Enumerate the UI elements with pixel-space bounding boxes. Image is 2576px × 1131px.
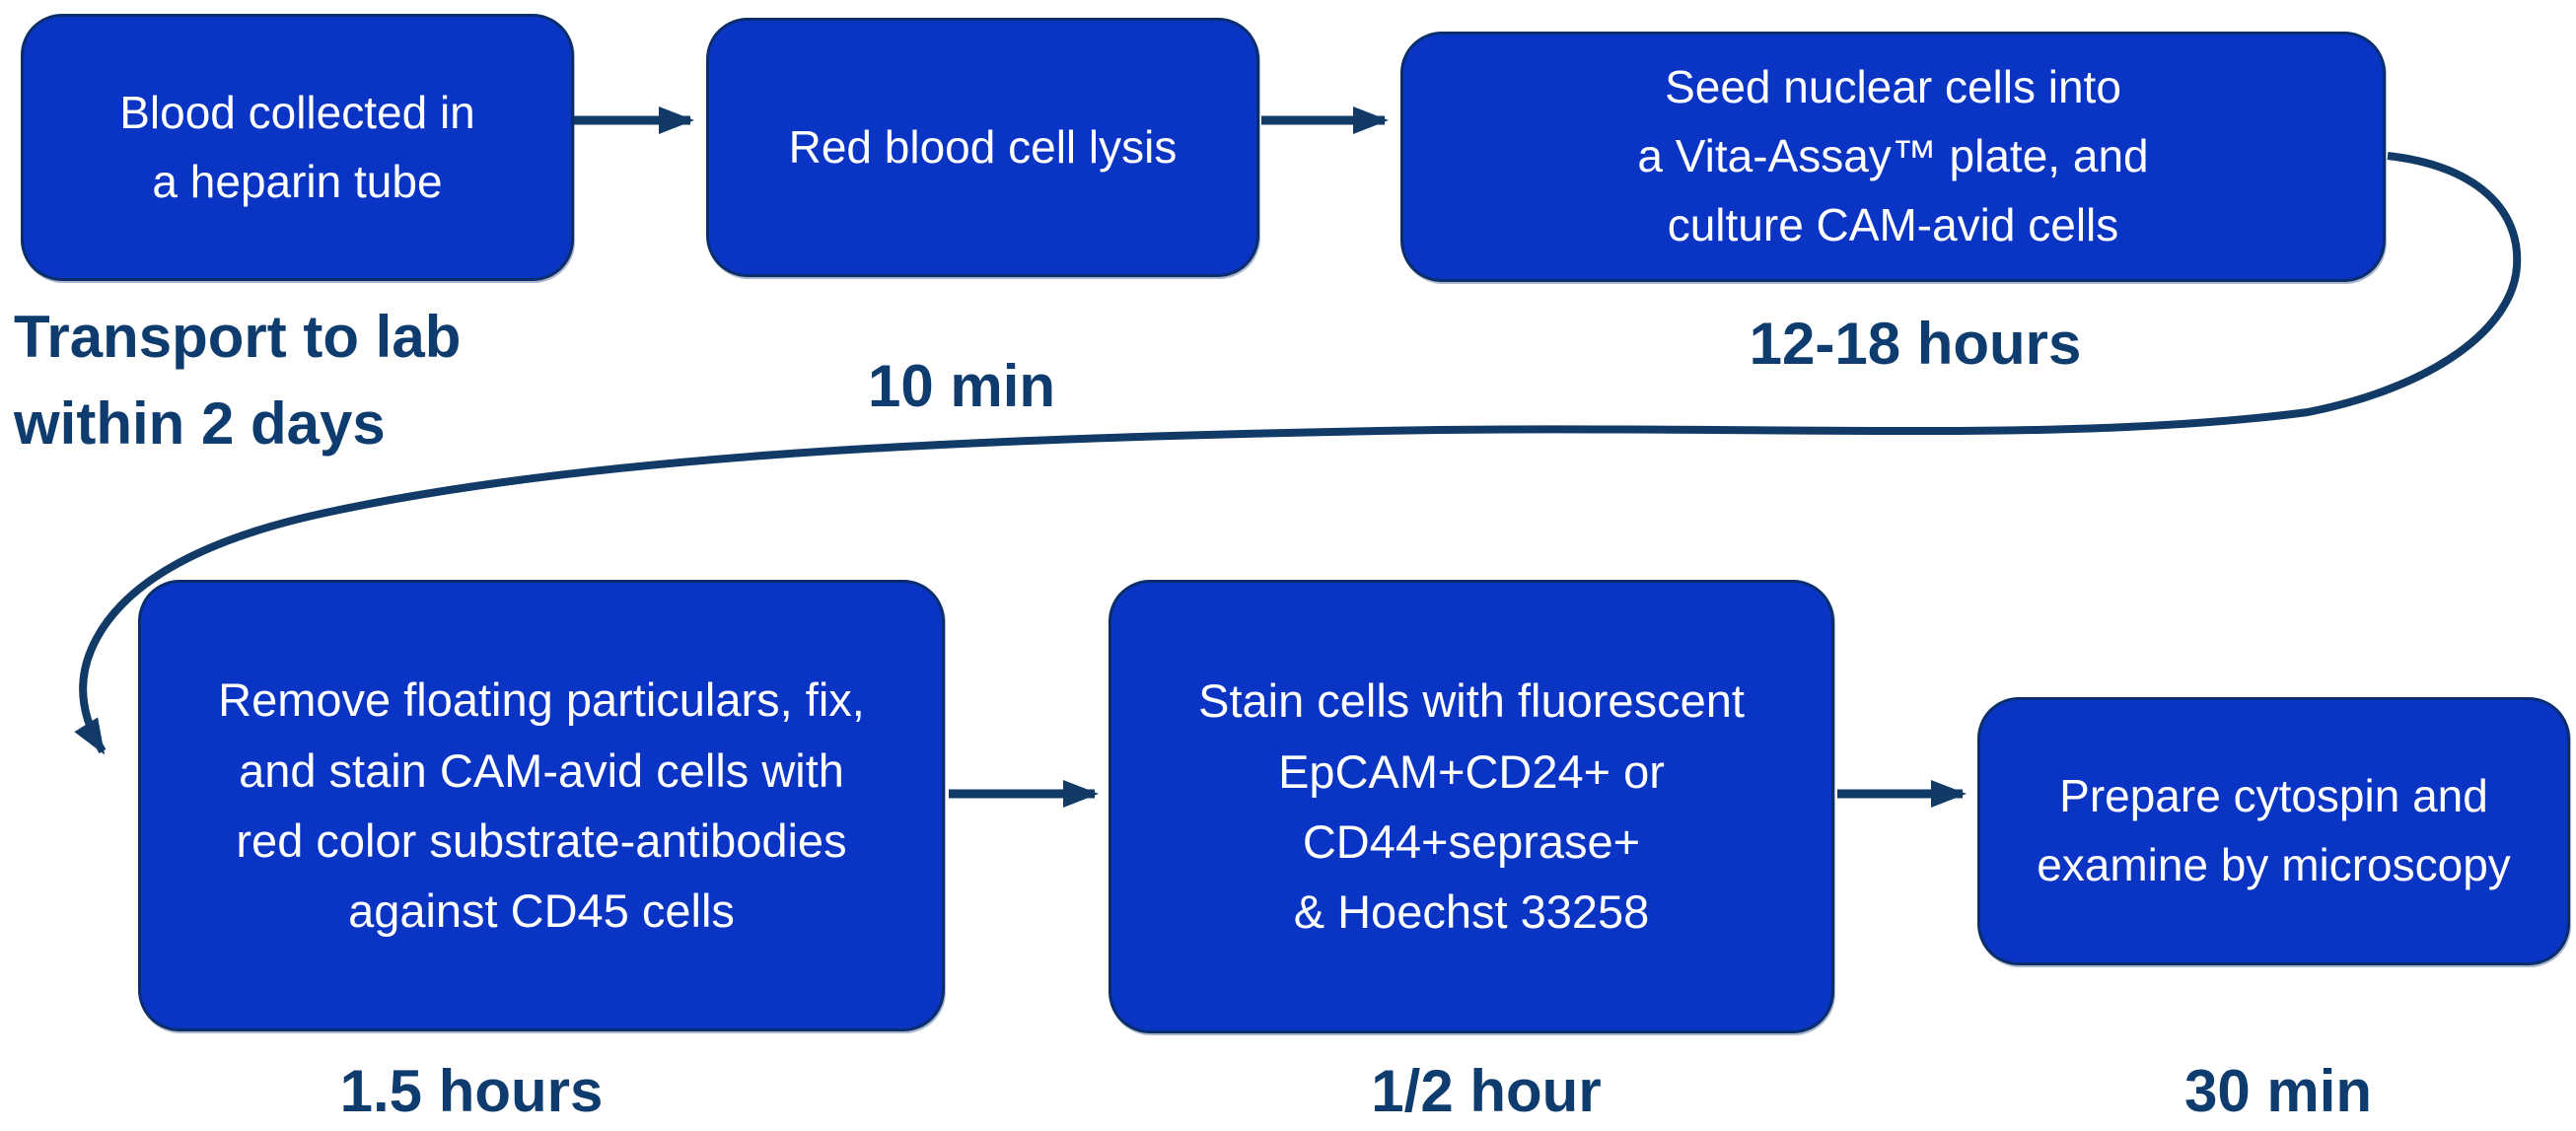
box-text-line: against CD45 cells	[348, 884, 735, 938]
duration-label-transport: Transport to lab within 2 days	[14, 294, 461, 466]
box-text-line: red color substrate-antibodies	[236, 814, 847, 867]
duration-label-stain-fluorescent: 1/2 hour	[1371, 1058, 1602, 1124]
process-box-seed-cells: Seed nuclear cells into a Vita-Assay™ pl…	[1400, 32, 2386, 282]
box-text-line: Blood collected in	[119, 86, 475, 138]
box-text-line: culture CAM-avid cells	[1667, 198, 2119, 250]
duration-label-cytospin: 30 min	[2183, 1058, 2373, 1124]
box-text-line: examine by microscopy	[2037, 839, 2511, 890]
box-text-line: Stain cells with fluorescent	[1198, 674, 1745, 728]
box-text-line: Prepare cytospin and	[2059, 770, 2488, 822]
duration-label-line: within 2 days	[14, 389, 386, 457]
box-text-line: a heparin tube	[152, 155, 443, 207]
duration-label-stain-cam: 1.5 hours	[339, 1058, 604, 1124]
box-text-line: and stain CAM-avid cells with	[239, 743, 844, 797]
box-text-line: Remove floating particulars, fix,	[218, 673, 865, 727]
process-box-rbc-lysis: Red blood cell lysis	[706, 18, 1259, 277]
box-text-line: EpCAM+CD24+ or	[1278, 744, 1665, 798]
process-box-blood-collection: Blood collected in a heparin tube	[21, 14, 574, 281]
process-box-stain-fluorescent: Stain cells with fluorescent EpCAM+CD24+…	[1109, 580, 1834, 1033]
duration-label-lysis: 10 min	[867, 353, 1056, 419]
box-text-line: CD44+seprase+	[1302, 815, 1641, 868]
box-text-line: Seed nuclear cells into	[1665, 61, 2121, 113]
duration-label-seed: 12-18 hours	[1749, 311, 2082, 377]
box-text-line: & Hoechst 33258	[1293, 885, 1650, 939]
box-text-line: Red blood cell lysis	[788, 120, 1178, 173]
process-box-cytospin: Prepare cytospin and examine by microsco…	[1977, 697, 2570, 965]
box-text-line: a Vita-Assay™ plate, and	[1637, 130, 2149, 182]
process-box-stain-cam: Remove floating particulars, fix, and st…	[138, 580, 945, 1031]
duration-label-line: Transport to lab	[14, 304, 462, 370]
